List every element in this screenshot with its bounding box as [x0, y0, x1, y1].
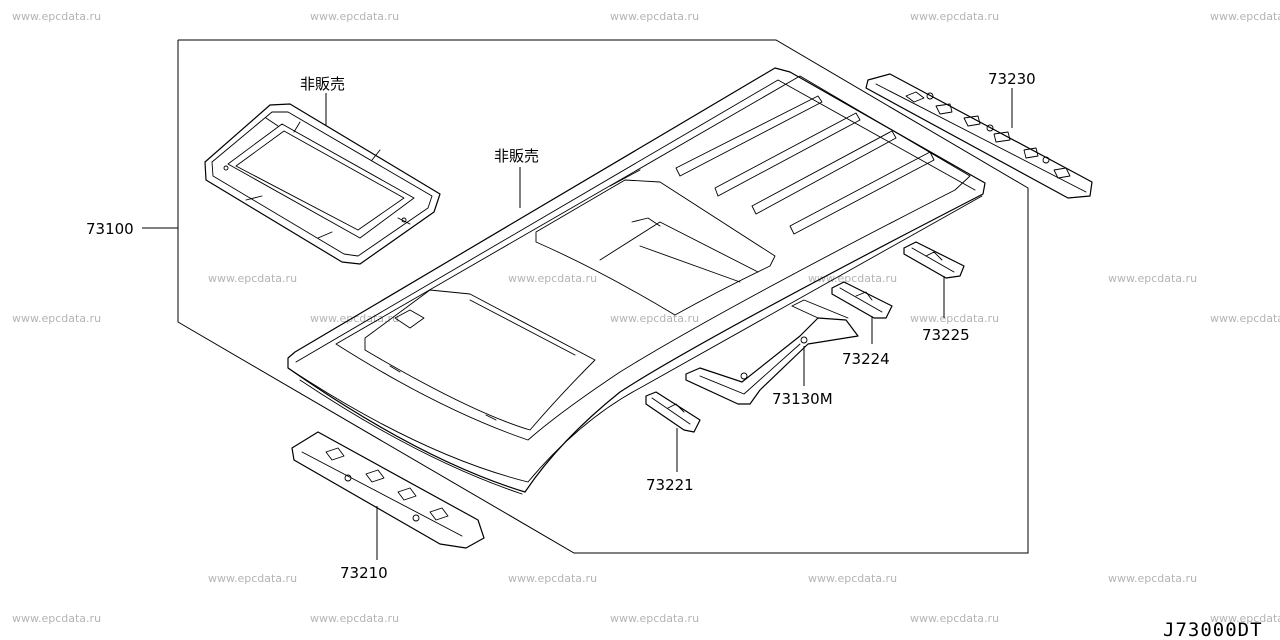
sunroof-reinforcement-part	[685, 299, 859, 405]
rear-rail-part	[865, 73, 1093, 199]
roof-bow-part	[831, 281, 893, 319]
part-number-callout: 73224	[842, 350, 890, 368]
watermark-text: www.epcdata.ru	[310, 612, 399, 625]
sunroof-frame-part	[204, 103, 441, 265]
watermark-text: www.epcdata.ru	[1210, 10, 1280, 23]
watermark-text: www.epcdata.ru	[610, 312, 699, 325]
watermark-text: www.epcdata.ru	[808, 572, 897, 585]
watermark-text: www.epcdata.ru	[208, 572, 297, 585]
part-number-callout: 73210	[340, 564, 388, 582]
watermark-text: www.epcdata.ru	[1210, 612, 1280, 625]
watermark-text: www.epcdata.ru	[910, 612, 999, 625]
watermark-text: www.epcdata.ru	[12, 10, 101, 23]
watermark-text: www.epcdata.ru	[910, 312, 999, 325]
part-number-callout: 73230	[988, 70, 1036, 88]
watermark-text: www.epcdata.ru	[508, 272, 597, 285]
watermark-text: www.epcdata.ru	[808, 272, 897, 285]
watermark-text: www.epcdata.ru	[1108, 272, 1197, 285]
watermark-text: www.epcdata.ru	[610, 612, 699, 625]
watermark-text: www.epcdata.ru	[610, 10, 699, 23]
watermark-text: www.epcdata.ru	[12, 612, 101, 625]
part-number-callout: 73130M	[772, 390, 833, 408]
not-for-sale-label: 非販売	[494, 147, 539, 165]
watermark-text: www.epcdata.ru	[508, 572, 597, 585]
front-rail-part	[291, 431, 485, 549]
roof-bow-part	[903, 241, 965, 279]
watermark-layer: www.epcdata.ru www.epcdata.ru www.epcdat…	[12, 10, 1280, 625]
watermark-text: www.epcdata.ru	[1210, 312, 1280, 325]
not-for-sale-label: 非販売	[300, 75, 345, 93]
part-number-callout: 73221	[646, 476, 694, 494]
assembly-boundary-frame	[177, 39, 1029, 554]
roof-bow-part	[645, 391, 701, 433]
watermark-text: www.epcdata.ru	[208, 272, 297, 285]
roof-panel-part	[287, 67, 986, 495]
watermark-text: www.epcdata.ru	[1108, 572, 1197, 585]
watermark-text: www.epcdata.ru	[310, 10, 399, 23]
part-number-callout: 73100	[86, 220, 134, 238]
watermark-text: www.epcdata.ru	[910, 10, 999, 23]
part-number-callout: 73225	[922, 326, 970, 344]
drawing-code: J73000DT	[1163, 619, 1263, 640]
watermark-text: www.epcdata.ru	[12, 312, 101, 325]
